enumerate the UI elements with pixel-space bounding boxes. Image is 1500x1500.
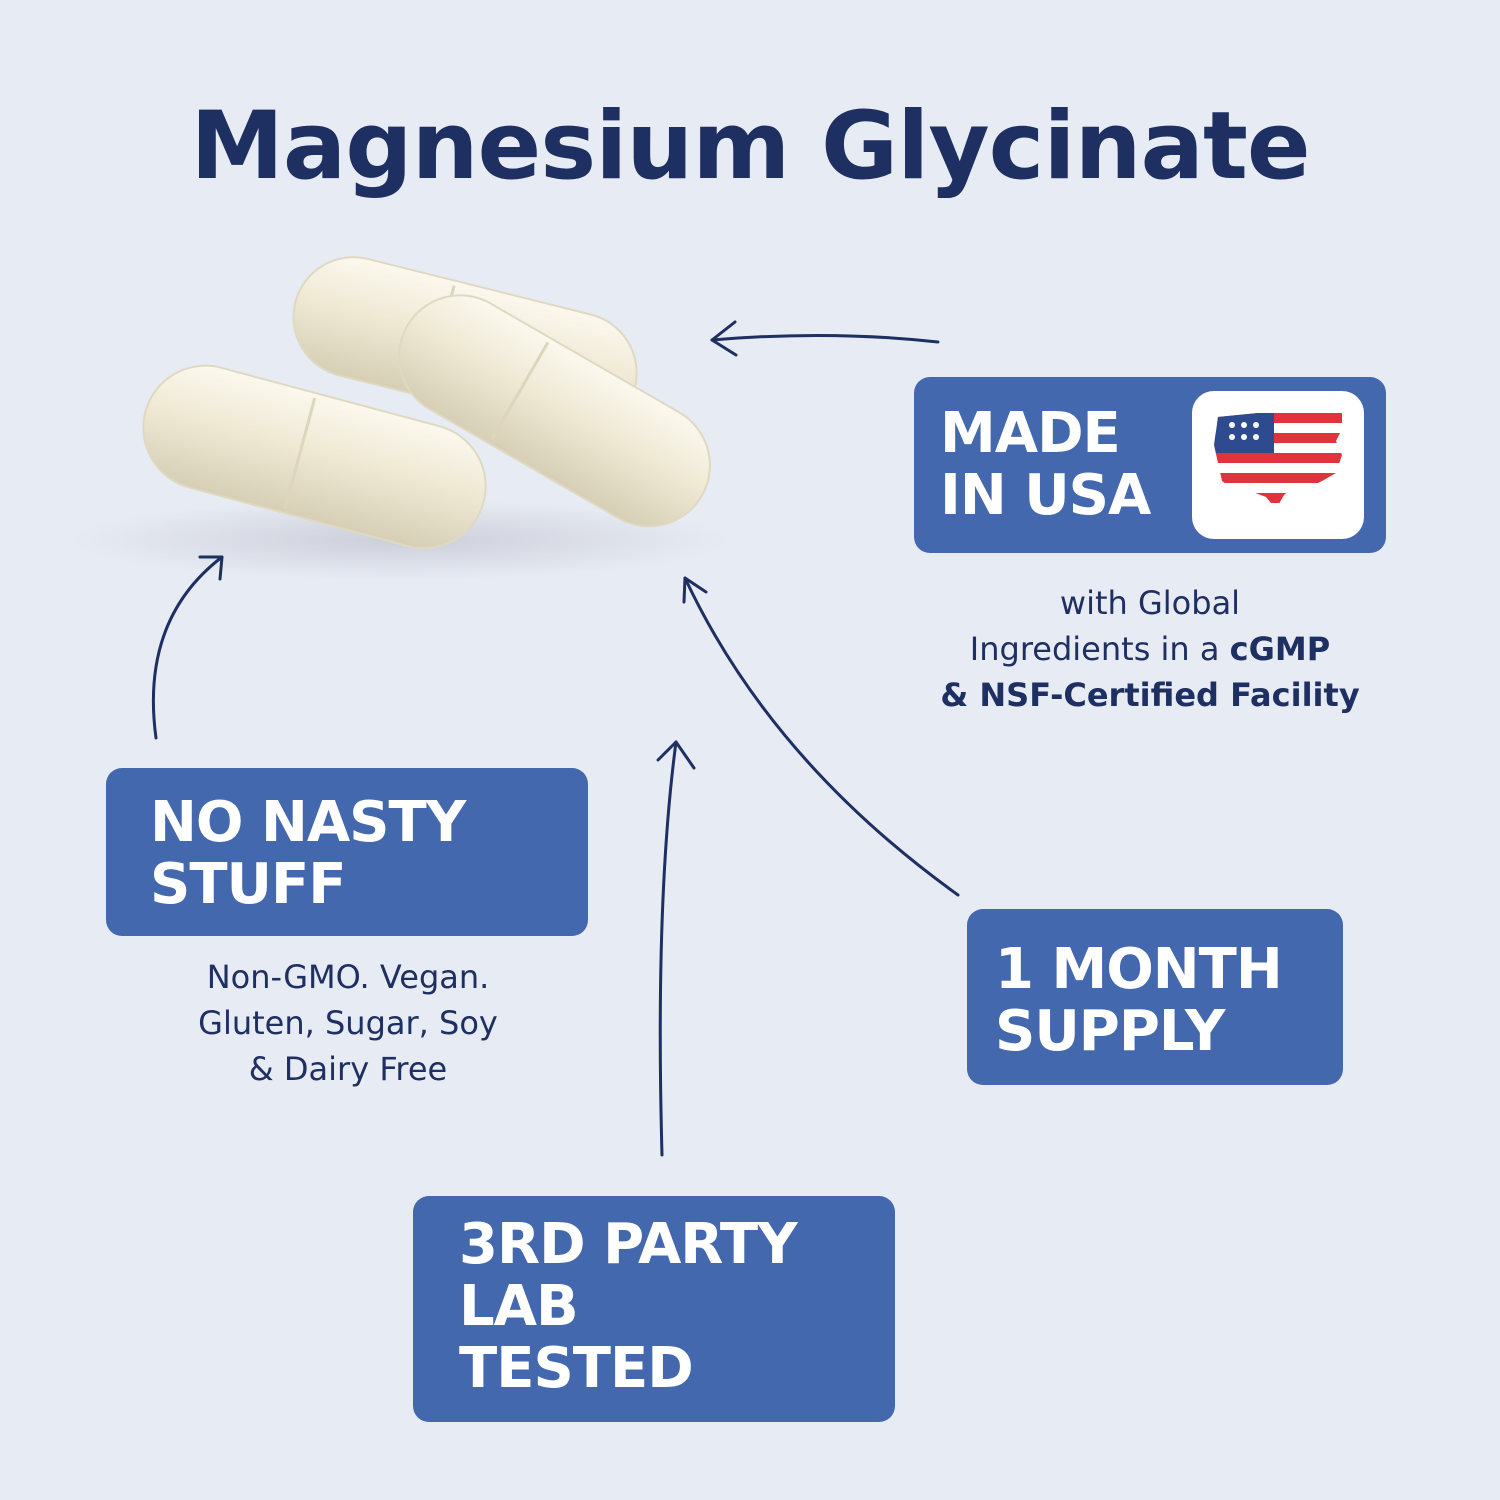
arrow-icon-lab (656, 740, 696, 1157)
page-title: Magnesium Glycinate (190, 92, 1310, 201)
one-month-supply-badge: 1 MONTH SUPPLY (967, 909, 1343, 1085)
made-in-usa-desc-line-1: with Global (1059, 584, 1241, 622)
no-nasty-stuff-label: NO NASTY STUFF (150, 790, 466, 917)
capsule-front (398, 294, 711, 528)
made-in-usa-desc-line-3: & NSF-Certified Facility (880, 672, 1420, 718)
no-nasty-desc-line-3: & Dairy Free (248, 1050, 448, 1088)
no-nasty-stuff-badge: NO NASTY STUFF (106, 768, 588, 936)
made-in-usa-desc-nsf: & NSF-Certified Facility (940, 676, 1360, 714)
made-in-usa-description: with Global Ingredients in a cGMP & NSF-… (880, 580, 1420, 718)
made-in-usa-desc-line-2: Ingredients in a cGMP (880, 626, 1420, 672)
no-nasty-desc-line-2: Gluten, Sugar, Soy (198, 1004, 498, 1042)
no-nasty-stuff-description: Non-GMO. Vegan. Gluten, Sugar, Soy & Dai… (110, 954, 586, 1092)
arrow-icon-month (682, 576, 960, 897)
made-in-usa-label: MADE IN USA (940, 401, 1151, 528)
us-map-flag-icon (1192, 391, 1364, 539)
arrow-icon-no-nasty (151, 555, 224, 740)
made-in-usa-desc-line-2-text: Ingredients in a (969, 630, 1230, 668)
lab-tested-badge: 3RD PARTY LAB TESTED (413, 1196, 895, 1422)
no-nasty-desc-line-1: Non-GMO. Vegan. (206, 958, 490, 996)
lab-tested-label: 3RD PARTY LAB TESTED (459, 1212, 798, 1401)
capsule-left (142, 364, 487, 550)
arrow-icon-usa (710, 320, 940, 357)
made-in-usa-desc-cgmp: cGMP (1229, 630, 1331, 668)
one-month-supply-label: 1 MONTH SUPPLY (995, 937, 1283, 1064)
